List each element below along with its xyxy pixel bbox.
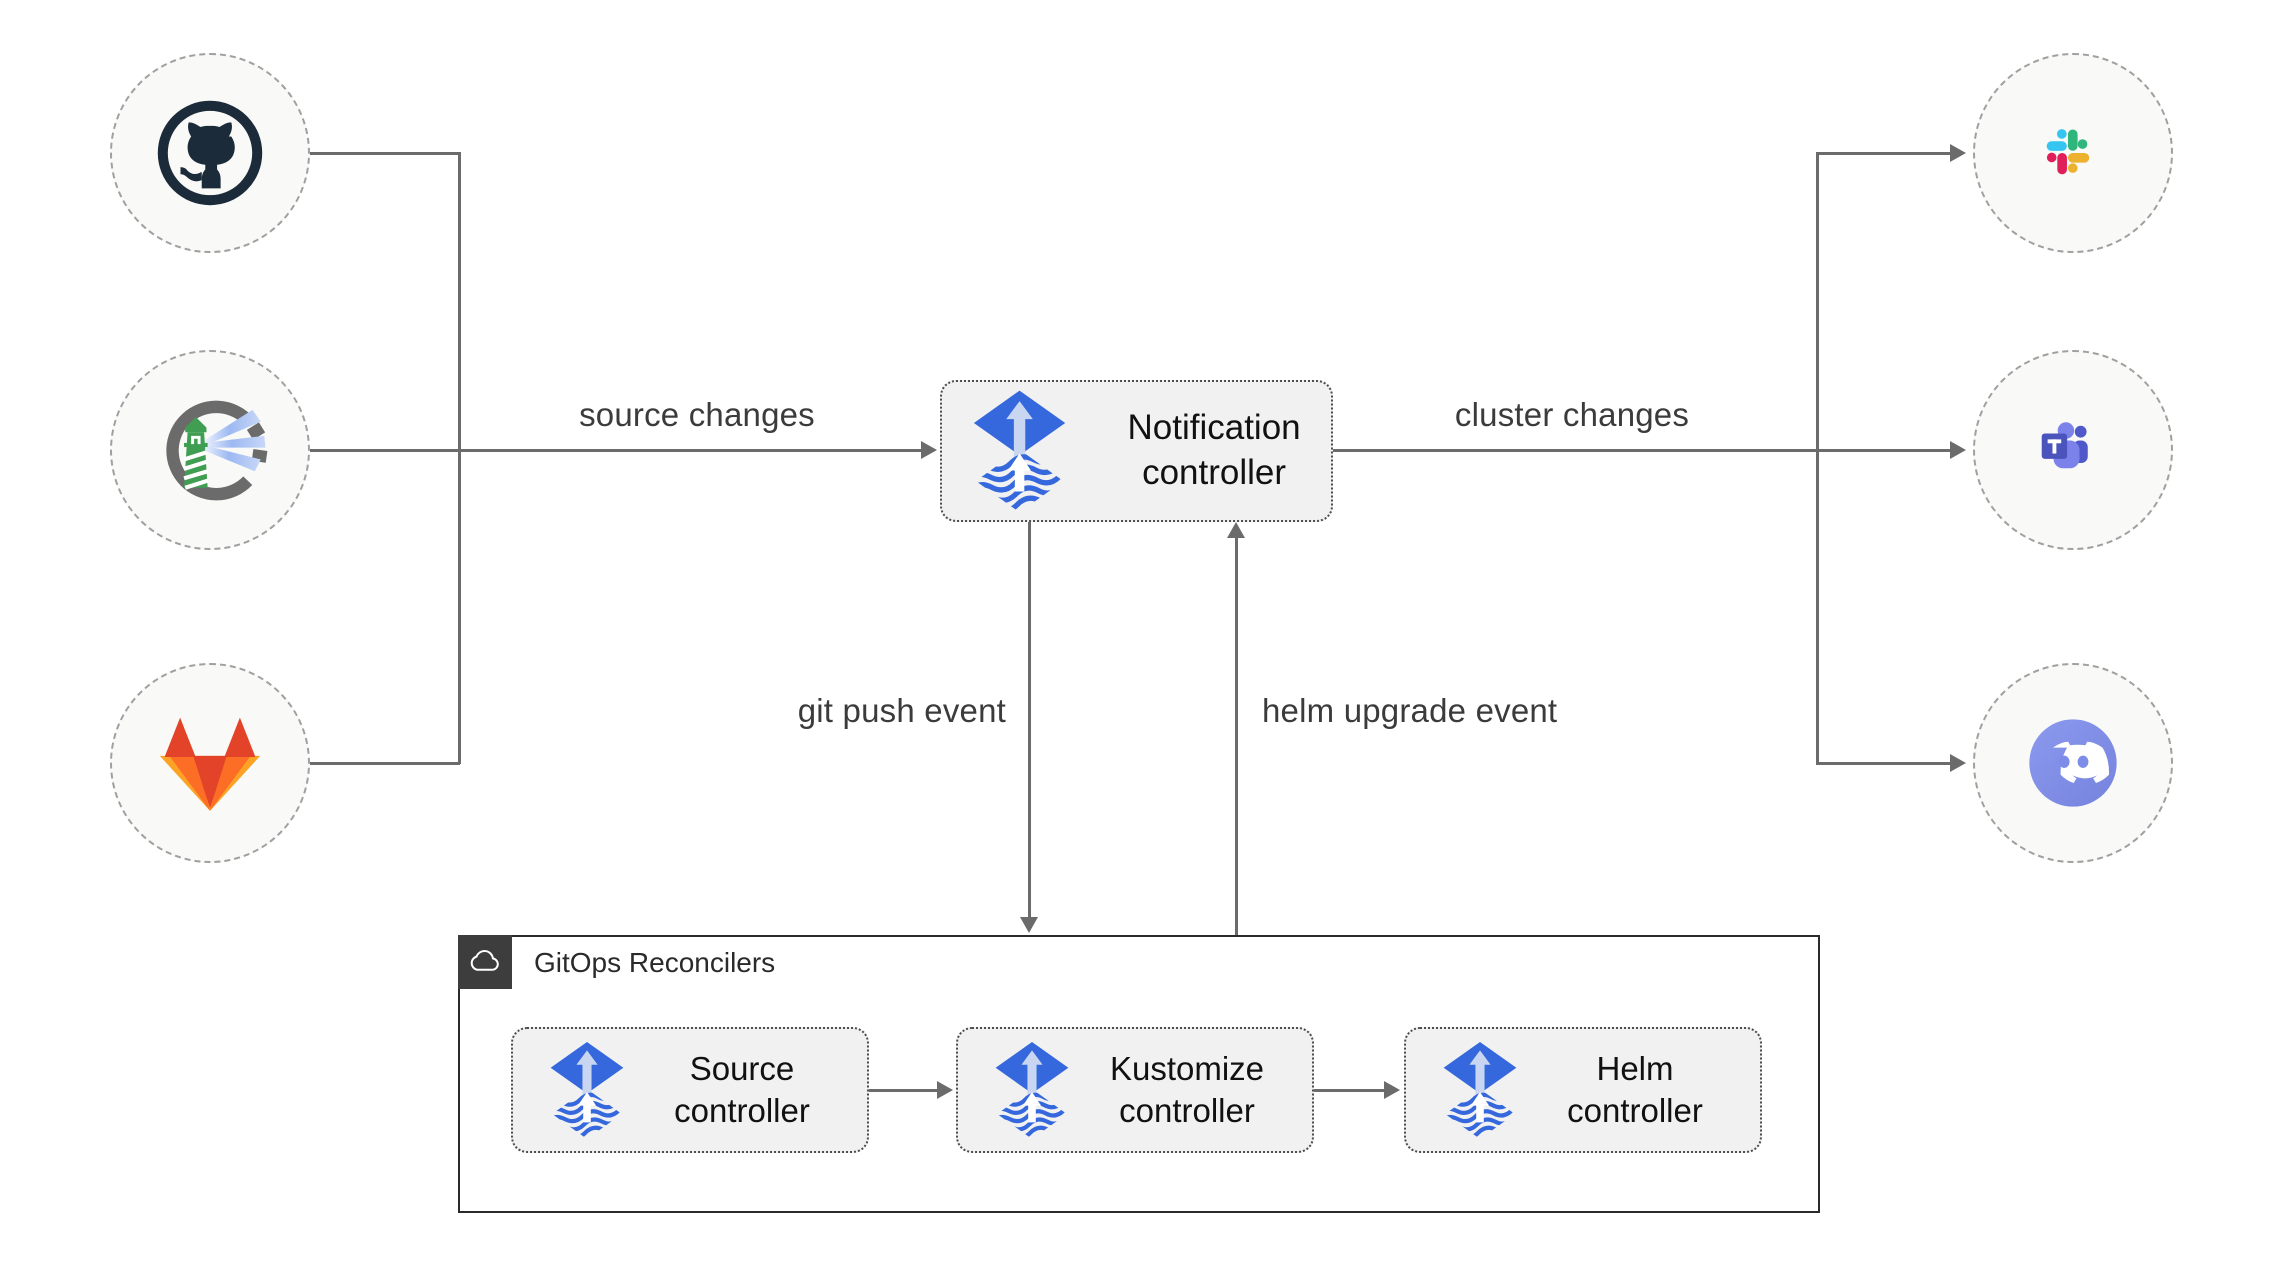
github-icon	[157, 100, 263, 206]
gitops-header-badge	[457, 934, 512, 989]
edge-discord-arrowhead	[1950, 754, 1966, 772]
gitops-group-title: GitOps Reconcilers	[534, 947, 776, 978]
slack-icon	[2046, 129, 2090, 175]
flux-icon	[1442, 1042, 1518, 1139]
cloud-icon	[470, 949, 499, 971]
source-node-github	[110, 53, 310, 253]
edge-teams-arrowhead	[1950, 441, 1966, 459]
discord-icon	[2029, 719, 2117, 807]
source-node-harbor	[110, 350, 310, 550]
edge-cluster-changes-line	[1333, 449, 1819, 452]
edge-helm-upgrade-arrowhead	[1227, 522, 1245, 538]
helm-controller-box: Helm controller	[1404, 1027, 1762, 1153]
edge-gitlab-line	[310, 762, 460, 765]
edge-label-helm-upgrade-event: helm upgrade event	[1262, 692, 1558, 729]
edge-source-changes-arrowhead	[921, 441, 937, 459]
harbor-icon	[166, 400, 268, 501]
edge-right-bus-line	[1816, 152, 1819, 764]
edge-discord-line	[1816, 762, 1952, 765]
flux-icon	[549, 1042, 625, 1139]
edge-slack-line	[1816, 152, 1952, 155]
teams-icon	[2041, 422, 2088, 469]
edge-teams-line	[1816, 449, 1952, 452]
source-node-gitlab	[110, 663, 310, 863]
target-node-teams	[1973, 350, 2173, 550]
target-node-slack	[1973, 53, 2173, 253]
edge-label-cluster-changes: cluster changes	[1454, 396, 1690, 433]
edge-git-push-line	[1028, 522, 1031, 920]
edge-source-changes-line	[310, 449, 924, 452]
edge-helm-upgrade-line	[1235, 528, 1238, 935]
edge-kustomize-to-helm-line	[1314, 1089, 1388, 1092]
edge-left-bus-line	[458, 152, 461, 764]
edge-label-source-changes: source changes	[579, 396, 815, 433]
notification-controller-box: Notification controller	[940, 380, 1333, 522]
kustomize-controller-label: Kustomize controller	[1109, 1049, 1265, 1129]
edge-source-to-kustomize-line	[869, 1089, 941, 1092]
helm-controller-label: Helm controller	[1567, 1049, 1703, 1129]
edge-label-git-push-event: git push event	[797, 692, 1006, 729]
edge-source-to-kustomize-arrowhead	[937, 1081, 953, 1099]
target-node-discord	[1973, 663, 2173, 863]
notification-controller-label: Notification controller	[1127, 408, 1301, 492]
edge-github-line	[310, 152, 460, 155]
edge-kustomize-to-helm-arrowhead	[1384, 1081, 1400, 1099]
gitlab-icon	[159, 717, 261, 811]
flux-icon	[972, 390, 1067, 513]
flux-icon	[994, 1042, 1070, 1139]
edge-git-push-arrowhead	[1020, 917, 1038, 933]
source-controller-label: Source controller	[674, 1049, 810, 1129]
edge-slack-arrowhead	[1950, 144, 1966, 162]
kustomize-controller-box: Kustomize controller	[956, 1027, 1314, 1153]
source-controller-box: Source controller	[511, 1027, 869, 1153]
